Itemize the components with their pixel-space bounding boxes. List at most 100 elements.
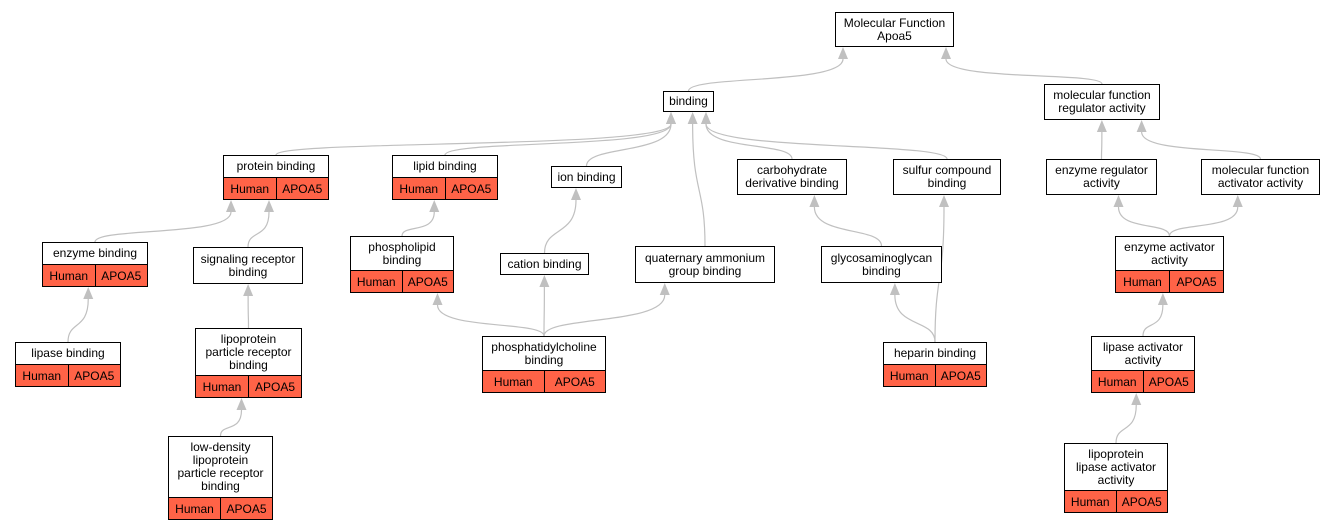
arrowhead xyxy=(236,398,247,410)
gene-cell: APOA5 xyxy=(275,178,329,199)
term-label: low-density lipoprotein particle recepto… xyxy=(177,440,264,493)
term-node-mfaa[interactable]: molecular function activator activity xyxy=(1201,159,1320,195)
term-label: lipoprotein lipase activator activity xyxy=(1075,446,1157,487)
term-node-mf[interactable]: Molecular Function Apoa5 xyxy=(835,12,954,47)
edge-ion-to-bind xyxy=(585,123,672,167)
gene-cell: APOA5 xyxy=(220,498,272,519)
species-cell: Human xyxy=(399,181,439,196)
arrowhead xyxy=(809,195,820,207)
species-cell: Human xyxy=(22,368,62,383)
annotation-row: Human APOA5 xyxy=(16,364,120,386)
arrowhead xyxy=(226,200,236,212)
term-label: glycosaminoglycan binding xyxy=(830,250,933,278)
term-label: phosphatidylcholine binding xyxy=(491,339,597,367)
arrowhead xyxy=(83,287,94,299)
gene-cell: APOA5 xyxy=(444,178,498,199)
species-cell: Human xyxy=(230,181,270,196)
term-node-bind[interactable]: binding xyxy=(663,91,714,112)
term-label: lipase activator activity xyxy=(1102,339,1184,367)
arrowhead xyxy=(539,275,550,287)
term-label: Molecular Function Apoa5 xyxy=(843,15,946,43)
edge-enz-to-prot xyxy=(94,211,232,243)
term-node-ion[interactable]: ion binding xyxy=(551,166,622,188)
edge-carb-to-bind xyxy=(705,123,793,160)
edge-srb-to-prot xyxy=(247,211,270,248)
species-cell: Human xyxy=(356,274,396,289)
arrowhead xyxy=(243,284,254,296)
arrowhead xyxy=(659,283,670,295)
term-node-carb[interactable]: carbohydrate derivative binding xyxy=(737,159,847,195)
arrowhead xyxy=(838,47,848,59)
edge-lipid-to-bind xyxy=(444,123,672,156)
edge-prot-to-bind xyxy=(275,123,672,156)
term-node-sulf[interactable]: sulfur compound binding xyxy=(893,159,1001,195)
term-node-gag[interactable]: glycosaminoglycan binding xyxy=(821,246,942,283)
term-label: heparin binding xyxy=(893,346,977,360)
term-label: lipase binding xyxy=(31,346,105,360)
term-label: cation binding xyxy=(507,256,582,271)
arrowhead xyxy=(264,200,274,212)
arrowhead xyxy=(939,195,949,207)
annotation-row: Human APOA5 xyxy=(884,364,986,386)
arrowhead xyxy=(701,112,711,124)
term-node-qa[interactable]: quaternary ammonium group binding xyxy=(635,246,775,283)
species-cell: Human xyxy=(1097,374,1137,389)
edge-hep-to-gag xyxy=(894,294,936,343)
term-node-ldl[interactable]: low-density lipoprotein particle recepto… xyxy=(168,436,273,520)
term-label: enzyme activator activity xyxy=(1124,239,1215,267)
species-cell: Human xyxy=(889,368,929,383)
edge-lipase-to-enz xyxy=(67,298,89,343)
arrowhead xyxy=(1131,393,1142,405)
term-node-srb[interactable]: signaling receptor binding xyxy=(193,247,303,284)
species-cell: Human xyxy=(202,379,242,394)
edge-gag-to-carb xyxy=(813,206,883,247)
annotation-row: Human APOA5 xyxy=(351,270,453,292)
edge-pcb-to-qa xyxy=(543,294,666,337)
species-cell: Human xyxy=(1123,274,1162,289)
term-label: lipoprotein particle receptor binding xyxy=(205,331,292,372)
gene-cell: APOA5 xyxy=(543,371,606,392)
arrowhead xyxy=(571,188,581,200)
term-label: enzyme binding xyxy=(52,246,138,260)
term-node-era[interactable]: enzyme regulator activity xyxy=(1046,159,1157,195)
edge-laa-to-eaa xyxy=(1142,304,1164,337)
edge-qa-to-bind xyxy=(692,123,706,247)
annotation-row: Human APOA5 xyxy=(1116,270,1223,292)
edge-sulf-to-bind xyxy=(705,123,948,160)
term-label: sulfur compound binding xyxy=(902,163,992,190)
annotation-row: Human APOA5 xyxy=(1092,370,1194,392)
gene-cell: APOA5 xyxy=(1169,271,1223,292)
gene-cell: APOA5 xyxy=(94,265,148,286)
gene-cell: APOA5 xyxy=(401,271,454,292)
gene-cell: APOA5 xyxy=(934,365,987,386)
arrowhead xyxy=(429,200,440,212)
term-node-cat[interactable]: cation binding xyxy=(500,253,589,275)
term-label: molecular function regulator activity xyxy=(1053,88,1151,115)
edge-eaa-to-mfaa xyxy=(1168,206,1239,237)
gene-cell: APOA5 xyxy=(67,365,121,386)
term-label: molecular function activator activity xyxy=(1211,163,1310,190)
arrowhead xyxy=(1232,195,1243,207)
arrowhead xyxy=(432,293,443,305)
arrowhead xyxy=(1096,120,1107,132)
arrowhead xyxy=(1157,293,1168,305)
gene-cell: APOA5 xyxy=(1142,371,1195,392)
term-node-mfra[interactable]: molecular function regulator activity xyxy=(1044,84,1160,120)
